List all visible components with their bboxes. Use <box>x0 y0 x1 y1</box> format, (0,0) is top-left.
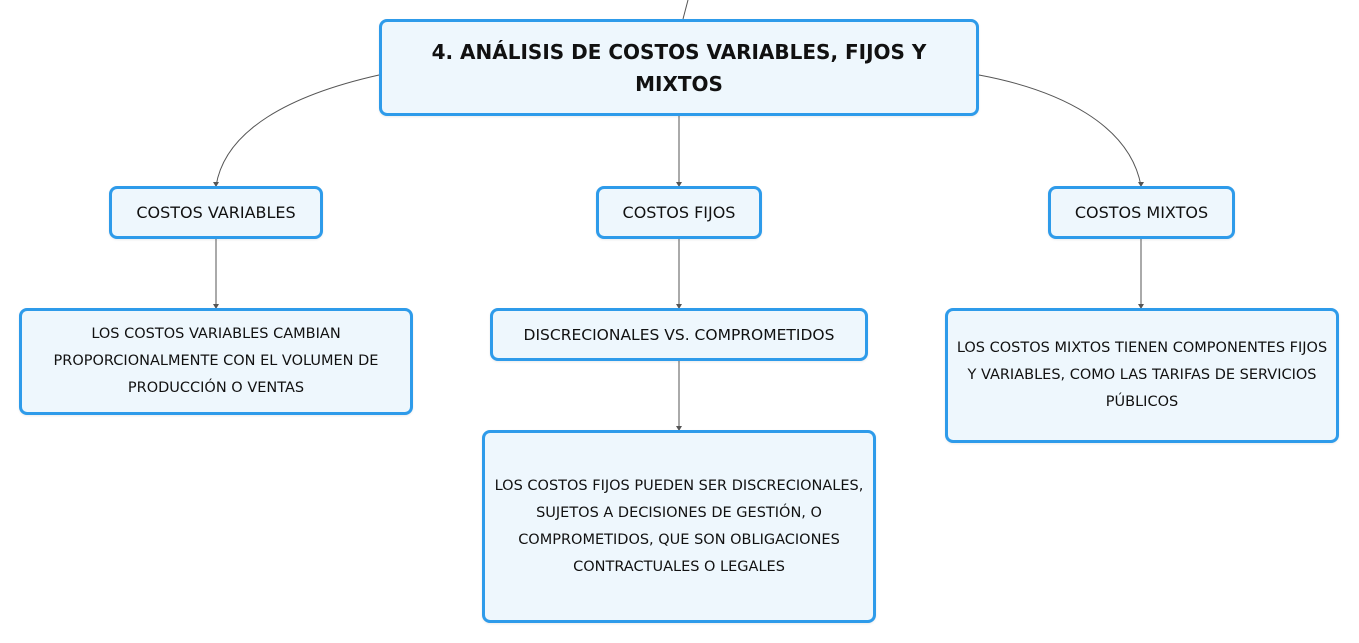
topic-costos-mixtos[interactable]: COSTOS MIXTOS <box>1048 186 1235 239</box>
subtopic-fijos-description-text: LOS COSTOS FIJOS PUEDEN SER DISCRECIONAL… <box>494 477 864 575</box>
subtopic-variables-description-text: LOS COSTOS VARIABLES CAMBIAN PROPORCIONA… <box>53 326 379 396</box>
arrowhead-variables-desc <box>213 304 219 309</box>
topic-costos-variables-label: COSTOS VARIABLES <box>136 202 296 222</box>
connector-root-to-variables <box>215 74 380 187</box>
subtopic-mixtos-description[interactable]: LOS COSTOS MIXTOS TIENEN COMPONENTES FIJ… <box>945 308 1339 443</box>
root-topic[interactable]: 4. ANÁLISIS DE COSTOS VARIABLES, FIJOS Y… <box>379 19 979 116</box>
connector-parent-to-root <box>682 0 689 20</box>
topic-costos-variables[interactable]: COSTOS VARIABLES <box>109 186 323 239</box>
topic-costos-mixtos-label: COSTOS MIXTOS <box>1074 202 1209 222</box>
arrowhead-discrecionales <box>676 304 682 309</box>
arrowhead-fijos-desc <box>676 426 682 431</box>
topic-costos-fijos-label: COSTOS FIJOS <box>622 202 736 222</box>
subtopic-mixtos-description-text: LOS COSTOS MIXTOS TIENEN COMPONENTES FIJ… <box>956 340 1328 410</box>
arrowhead-mixtos <box>1138 182 1144 187</box>
subtopic-fijos-description[interactable]: LOS COSTOS FIJOS PUEDEN SER DISCRECIONAL… <box>482 430 876 623</box>
subtopic-discrecionales-label: DISCRECIONALES VS. COMPROMETIDOS <box>523 325 835 344</box>
arrowhead-mixtos-desc <box>1138 304 1144 309</box>
subtopic-variables-description[interactable]: LOS COSTOS VARIABLES CAMBIAN PROPORCIONA… <box>19 308 413 415</box>
subtopic-discrecionales-vs-comprometidos[interactable]: DISCRECIONALES VS. COMPROMETIDOS <box>490 308 868 361</box>
topic-costos-fijos[interactable]: COSTOS FIJOS <box>596 186 762 239</box>
root-topic-title: 4. ANÁLISIS DE COSTOS VARIABLES, FIJOS Y… <box>431 39 927 96</box>
arrowhead-variables <box>213 182 219 187</box>
arrowhead-fijos <box>676 182 682 187</box>
connector-root-to-mixtos <box>978 74 1142 187</box>
